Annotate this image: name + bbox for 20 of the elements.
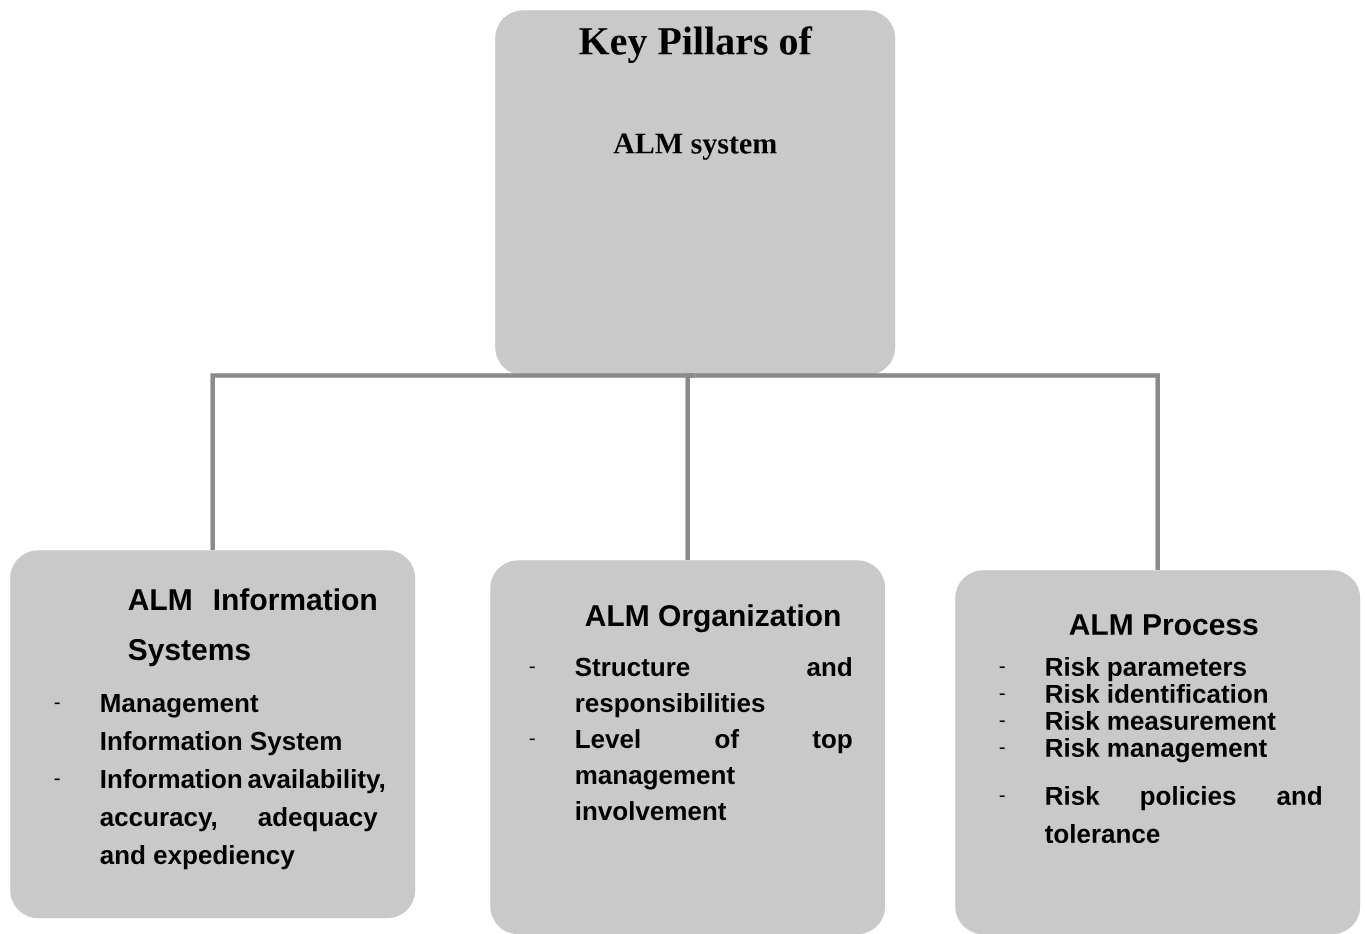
connector-line (695, 373, 1160, 570)
list-item: Structure and responsibilities (575, 657, 851, 718)
pillar-box (10, 550, 416, 919)
subtitle-text: ALM system (613, 133, 777, 160)
list-item: Risk management (1046, 738, 1267, 763)
list-item: Management Information System (101, 694, 341, 756)
list-item: Risk parameters (1046, 657, 1246, 682)
list-item: Risk measurement (1046, 711, 1276, 731)
list-item: Information availability, accuracy, adequacy and expediency (100, 769, 385, 870)
title-text: Key Pillars of (579, 26, 813, 63)
connector-line (685, 373, 696, 560)
heading-text: ALM Information Systems (128, 588, 376, 667)
list-item: Risk policies and tolerance (1045, 786, 1321, 844)
list-item: Level of top management involvement (576, 729, 852, 821)
list-item: Risk identification (1046, 684, 1267, 704)
pillar-box (495, 10, 896, 376)
heading-text: ALM Process (1069, 614, 1258, 636)
pillar-box (955, 570, 1361, 934)
heading-text: ALM Organization (585, 604, 840, 633)
pillar-box (490, 560, 886, 934)
